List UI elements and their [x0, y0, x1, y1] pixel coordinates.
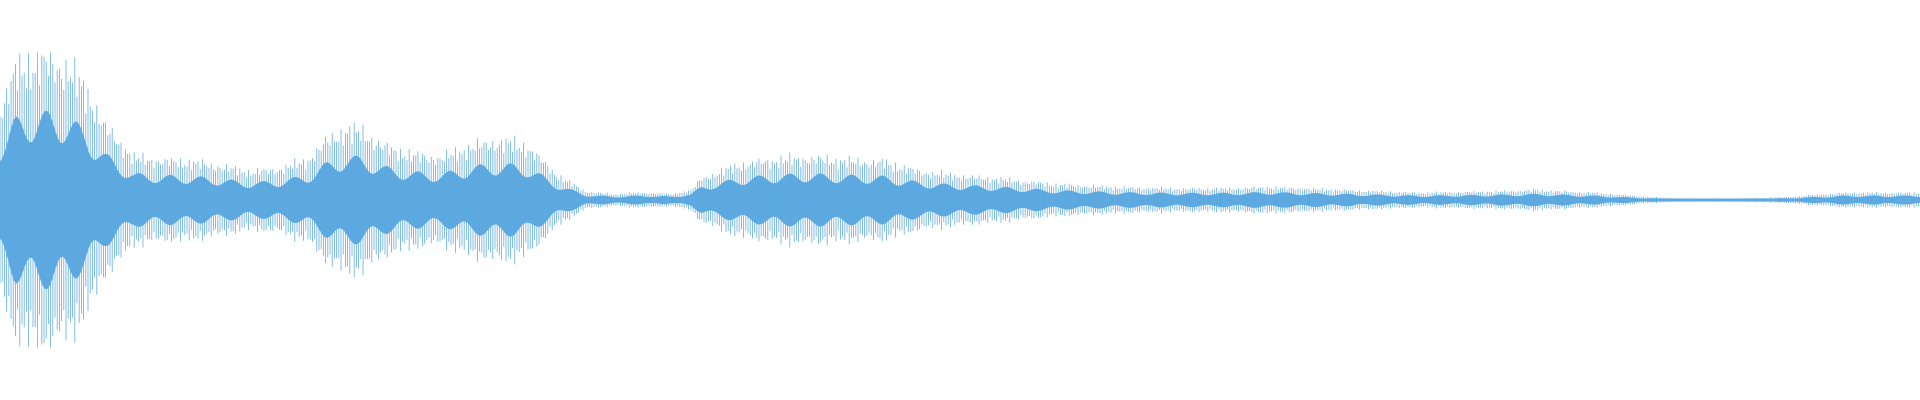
waveform-layer [0, 52, 1920, 348]
waveform-body [0, 110, 1920, 290]
waveform-samples [0, 52, 1919, 348]
